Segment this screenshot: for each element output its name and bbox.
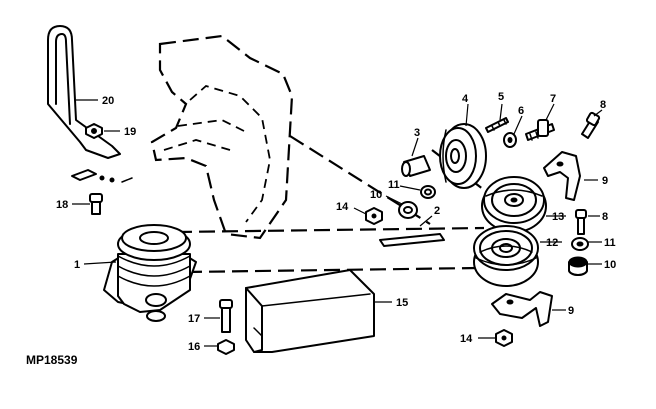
callout-9-lower: 9 xyxy=(568,305,574,317)
part-3-spacer xyxy=(401,155,431,177)
callout-9-upper: 9 xyxy=(602,175,608,187)
callout-8-lower: 8 xyxy=(602,211,608,223)
part-19-rod xyxy=(47,25,121,159)
part-11-bushing-right xyxy=(571,237,589,251)
callout-18: 18 xyxy=(56,199,68,211)
callout-19: 20 xyxy=(102,95,114,107)
callout-8-upper: 8 xyxy=(600,99,606,111)
part-16-nut xyxy=(217,339,235,355)
callout-2: 2 xyxy=(434,205,440,217)
part-7-bolt xyxy=(525,119,555,141)
callout-4: 4 xyxy=(462,93,469,105)
callout-14-left: 14 xyxy=(336,201,349,213)
part-8-bolt-upper xyxy=(581,111,601,139)
callout-12: 12 xyxy=(546,237,558,249)
callout-14-lower: 14 xyxy=(460,333,473,345)
reference-code: MP18539 xyxy=(26,353,78,367)
callout-16: 16 xyxy=(188,341,200,353)
part-9-bracket-upper xyxy=(543,151,581,201)
callout-10-right: 10 xyxy=(604,259,616,271)
part-13-pulley xyxy=(481,176,547,233)
part-10-spacer xyxy=(398,201,418,219)
part-8-bolt-lower xyxy=(575,209,587,235)
part-17-bolt xyxy=(219,299,233,333)
callout-10-left: 10 xyxy=(370,189,382,201)
callout-7: 7 xyxy=(550,93,556,105)
part-11-bushing xyxy=(420,185,436,199)
clip-hardware xyxy=(71,169,133,183)
part-1-clutch xyxy=(103,224,197,322)
callout-6: 6 xyxy=(518,105,524,117)
part-6-washer xyxy=(503,132,517,148)
part-14-nut-lower xyxy=(495,329,513,347)
callout-3: 3 xyxy=(414,127,420,139)
callout-11-left: 11 xyxy=(388,179,400,191)
part-14-nut xyxy=(365,207,383,225)
part-2-key xyxy=(379,233,445,247)
callout-1: 1 xyxy=(74,259,80,271)
part-15-guard xyxy=(245,269,375,353)
callout-13: 13 xyxy=(552,211,564,223)
callout-5: 5 xyxy=(498,91,504,103)
leader-lines xyxy=(72,99,603,347)
part-9-bracket-lower xyxy=(491,291,553,327)
part-18-bolt xyxy=(89,193,103,215)
callout-labels: 20 19 18 1 17 16 15 2 3 4 5 6 7 8 9 10 1… xyxy=(56,91,616,353)
callout-11-right: 11 xyxy=(604,237,616,249)
part-20-nut xyxy=(85,123,103,139)
callout-20: 19 xyxy=(124,126,136,138)
part-10-spacer-right xyxy=(568,256,588,276)
part-4-pulley xyxy=(439,123,487,189)
belt-shroud xyxy=(150,34,294,240)
part-5-pin xyxy=(485,117,509,133)
callout-17: 17 xyxy=(188,313,200,325)
part-12-pulley xyxy=(473,225,539,287)
callout-15: 15 xyxy=(396,297,408,309)
